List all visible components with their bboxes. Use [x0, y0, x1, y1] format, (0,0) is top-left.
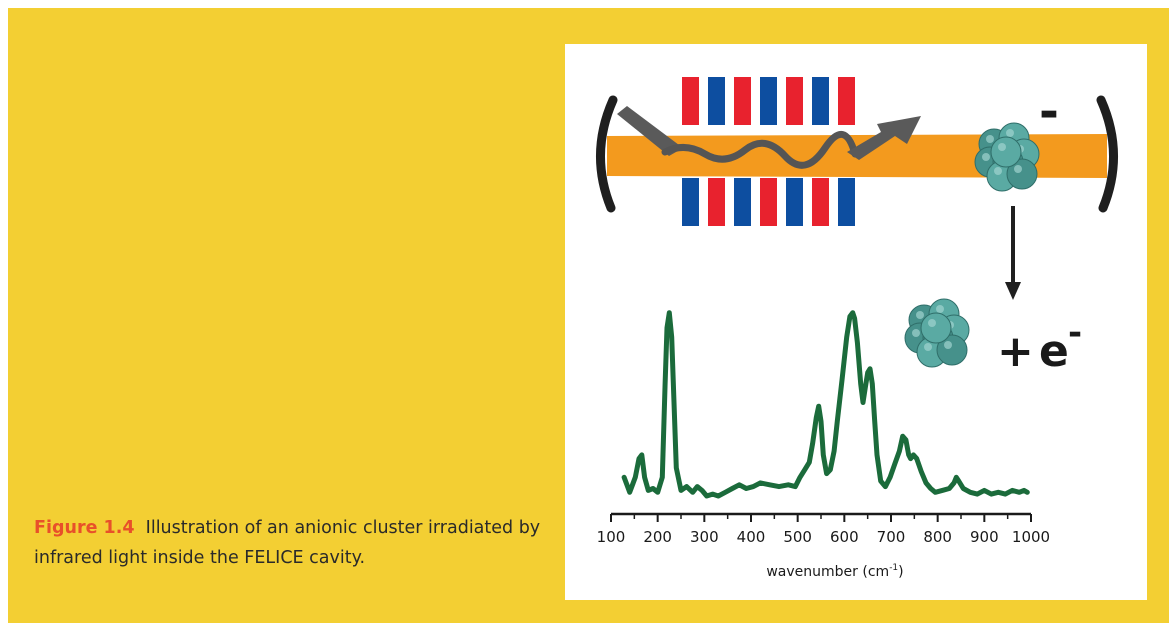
electron-beam-path [617, 106, 921, 169]
cluster-atom-highlight [924, 343, 932, 351]
cluster-atom-highlight [912, 329, 920, 337]
cluster-atom-highlight [994, 167, 1002, 175]
anionic-cluster [974, 122, 1040, 192]
x-axis-tick-labels: 100 200 300 400 500 600 700 800 900 1000 [597, 528, 1050, 546]
undulator-top [682, 77, 855, 125]
cluster-atom-highlight [1006, 129, 1014, 137]
cluster-atom-highlight [986, 135, 994, 143]
product-electron: e [1039, 326, 1069, 377]
magnet-red [682, 77, 699, 125]
caption-text: Illustration of an anionic cluster irrad… [34, 518, 541, 568]
left-cavity-mirror [596, 95, 618, 213]
magnet-red [838, 77, 855, 125]
x-tick-label: 200 [643, 528, 672, 546]
magnet-red [812, 178, 829, 226]
magnet-blue [708, 77, 725, 125]
x-axis-label-sup: -1 [889, 563, 898, 573]
figure-caption: Figure 1.4 Illustration of an anionic cl… [34, 513, 544, 573]
cluster-atom-highlight [928, 319, 936, 327]
magnet-blue [786, 178, 803, 226]
magnet-blue [760, 77, 777, 125]
cluster-atom-highlight [998, 143, 1006, 151]
magnet-red [760, 178, 777, 226]
cluster-charge: - [1039, 84, 1059, 140]
x-tick-label: 400 [737, 528, 766, 546]
figure-label: Figure 1.4 [34, 518, 135, 538]
cluster-atom [936, 334, 968, 366]
cluster-atom-highlight [916, 311, 924, 319]
x-axis-label-main: wavenumber (cm [766, 564, 889, 580]
x-axis-ticks [610, 514, 1032, 522]
right-cavity-mirror [1096, 95, 1118, 213]
magnet-red [786, 77, 803, 125]
spectrum-chart: 100 200 300 400 500 600 700 800 900 1000 wavenumb… [597, 310, 1050, 580]
electron-beam-exit [847, 116, 921, 160]
x-axis-label-close: ) [898, 564, 903, 580]
spectrum-series-line [621, 310, 1030, 499]
x-tick-label: 900 [970, 528, 999, 546]
product-electron-charge: - [1068, 313, 1082, 353]
cluster-atom-highlight [1014, 165, 1022, 173]
cluster-atom [920, 312, 952, 344]
product-plus: + [997, 326, 1034, 377]
cluster-atom-highlight [944, 341, 952, 349]
undulator-bottom [682, 178, 855, 226]
x-tick-label: 500 [783, 528, 812, 546]
cluster-atom-highlight [936, 305, 944, 313]
x-tick-label: 1000 [1012, 528, 1050, 546]
x-tick-label: 100 [597, 528, 626, 546]
cluster-atom [990, 136, 1022, 168]
electron-beam-entry [617, 106, 683, 156]
cluster-atom-highlight [982, 153, 990, 161]
x-tick-label: 600 [830, 528, 859, 546]
figure-image: - + e - 100 200 300 400 500 600 700 800 900 1000 … [565, 44, 1147, 600]
magnet-blue [734, 178, 751, 226]
magnet-blue [682, 178, 699, 226]
magnet-red [734, 77, 751, 125]
x-tick-label: 300 [690, 528, 719, 546]
magnet-blue [838, 178, 855, 226]
figure-svg: - + e - 100 200 300 400 500 600 700 800 900 1000 … [596, 77, 1118, 580]
cluster-atom [1006, 158, 1038, 190]
arrow-head [1005, 282, 1021, 300]
neutral-cluster [904, 298, 970, 368]
x-axis-label: wavenumber (cm-1) [766, 563, 903, 580]
magnet-blue [812, 77, 829, 125]
magnet-red [708, 178, 725, 226]
x-tick-label: 700 [877, 528, 906, 546]
x-tick-label: 800 [923, 528, 952, 546]
electron-beam-wiggle [661, 131, 859, 169]
